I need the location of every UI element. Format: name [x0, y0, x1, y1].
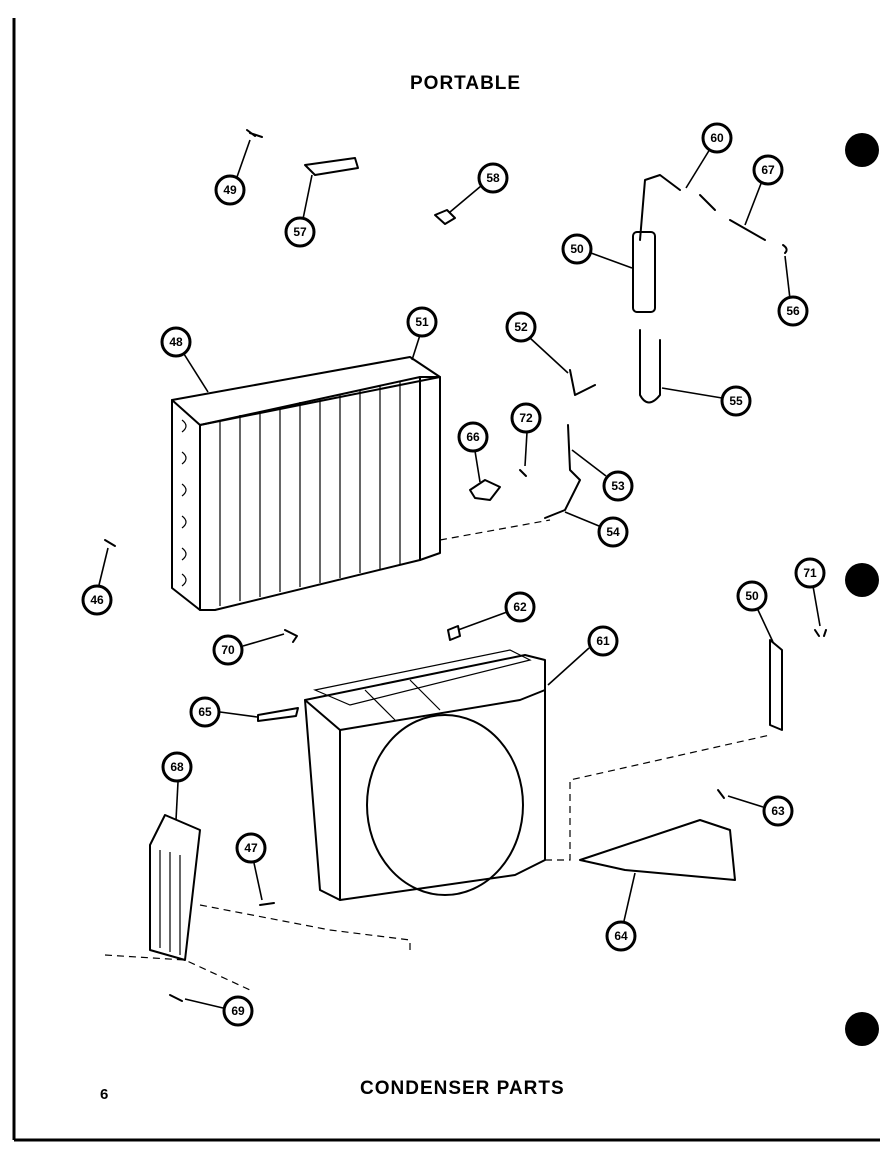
callout-label: 46	[90, 593, 104, 607]
callout-label: 56	[786, 304, 800, 318]
callout-label: 65	[198, 705, 212, 719]
callout-label: 48	[169, 335, 183, 349]
condenser-coil	[171, 356, 551, 611]
fan-shroud	[199, 649, 771, 955]
diagram-title: PORTABLE	[410, 73, 522, 94]
callout-62: 62	[504, 591, 536, 623]
callout-label: 60	[710, 131, 724, 145]
callout-63: 63	[762, 795, 794, 827]
page-number: 6	[100, 1086, 109, 1103]
callout-60: 60	[701, 122, 733, 154]
callout-71: 71	[794, 557, 826, 589]
callout-58: 58	[477, 162, 509, 194]
callout-47: 47	[235, 832, 267, 864]
callout-46: 46	[81, 584, 113, 616]
callout-label: 57	[293, 225, 307, 239]
callout-53: 53	[602, 470, 634, 502]
callout-51: 51	[406, 306, 438, 338]
callout-72: 72	[510, 402, 542, 434]
callout-label: 70	[221, 643, 235, 657]
callout-55: 55	[720, 385, 752, 417]
callout-label: 66	[466, 430, 480, 444]
callout-label: 50	[745, 589, 759, 603]
binder-hole-bottom	[845, 1012, 879, 1046]
binder-hole-middle	[845, 563, 879, 597]
callout-label: 51	[415, 315, 429, 329]
page-border	[12, 18, 880, 1142]
callout-65: 65	[189, 696, 221, 728]
callout-label: 61	[596, 634, 610, 648]
small-parts	[104, 129, 827, 1002]
leader-lines	[98, 139, 821, 1009]
callout-label: 62	[513, 600, 527, 614]
callout-label: 71	[803, 566, 817, 580]
callout-49: 49	[214, 174, 246, 206]
callout-label: 58	[486, 171, 500, 185]
callout-label: 52	[514, 320, 528, 334]
callout-label: 55	[729, 394, 743, 408]
refrigerant-tubing	[544, 174, 788, 519]
callout-50-lower: 50	[736, 580, 768, 612]
callout-50-upper: 50	[561, 233, 593, 265]
callout-61: 61	[587, 625, 619, 657]
callout-label: 47	[244, 841, 258, 855]
diagram-caption: CONDENSER PARTS	[360, 1078, 565, 1099]
callout-56: 56	[777, 295, 809, 327]
callout-54: 54	[597, 516, 629, 548]
callout-52: 52	[505, 311, 537, 343]
callout-label: 49	[223, 183, 237, 197]
callout-48: 48	[160, 326, 192, 358]
callout-label: 69	[231, 1004, 245, 1018]
callout-label: 72	[519, 411, 533, 425]
callout-label: 64	[614, 929, 628, 943]
callout-69: 69	[222, 995, 254, 1027]
callout-70: 70	[212, 634, 244, 666]
callout-label: 67	[761, 163, 775, 177]
callout-label: 63	[771, 804, 785, 818]
callout-57: 57	[284, 216, 316, 248]
callout-label: 54	[606, 525, 620, 539]
callout-label: 50	[570, 242, 584, 256]
callout-68: 68	[161, 751, 193, 783]
callout-67: 67	[752, 154, 784, 186]
callout-66: 66	[457, 421, 489, 453]
binder-hole-top	[845, 133, 879, 167]
callout-label: 53	[611, 479, 625, 493]
callout-label: 68	[170, 760, 184, 774]
callout-64: 64	[605, 920, 637, 952]
